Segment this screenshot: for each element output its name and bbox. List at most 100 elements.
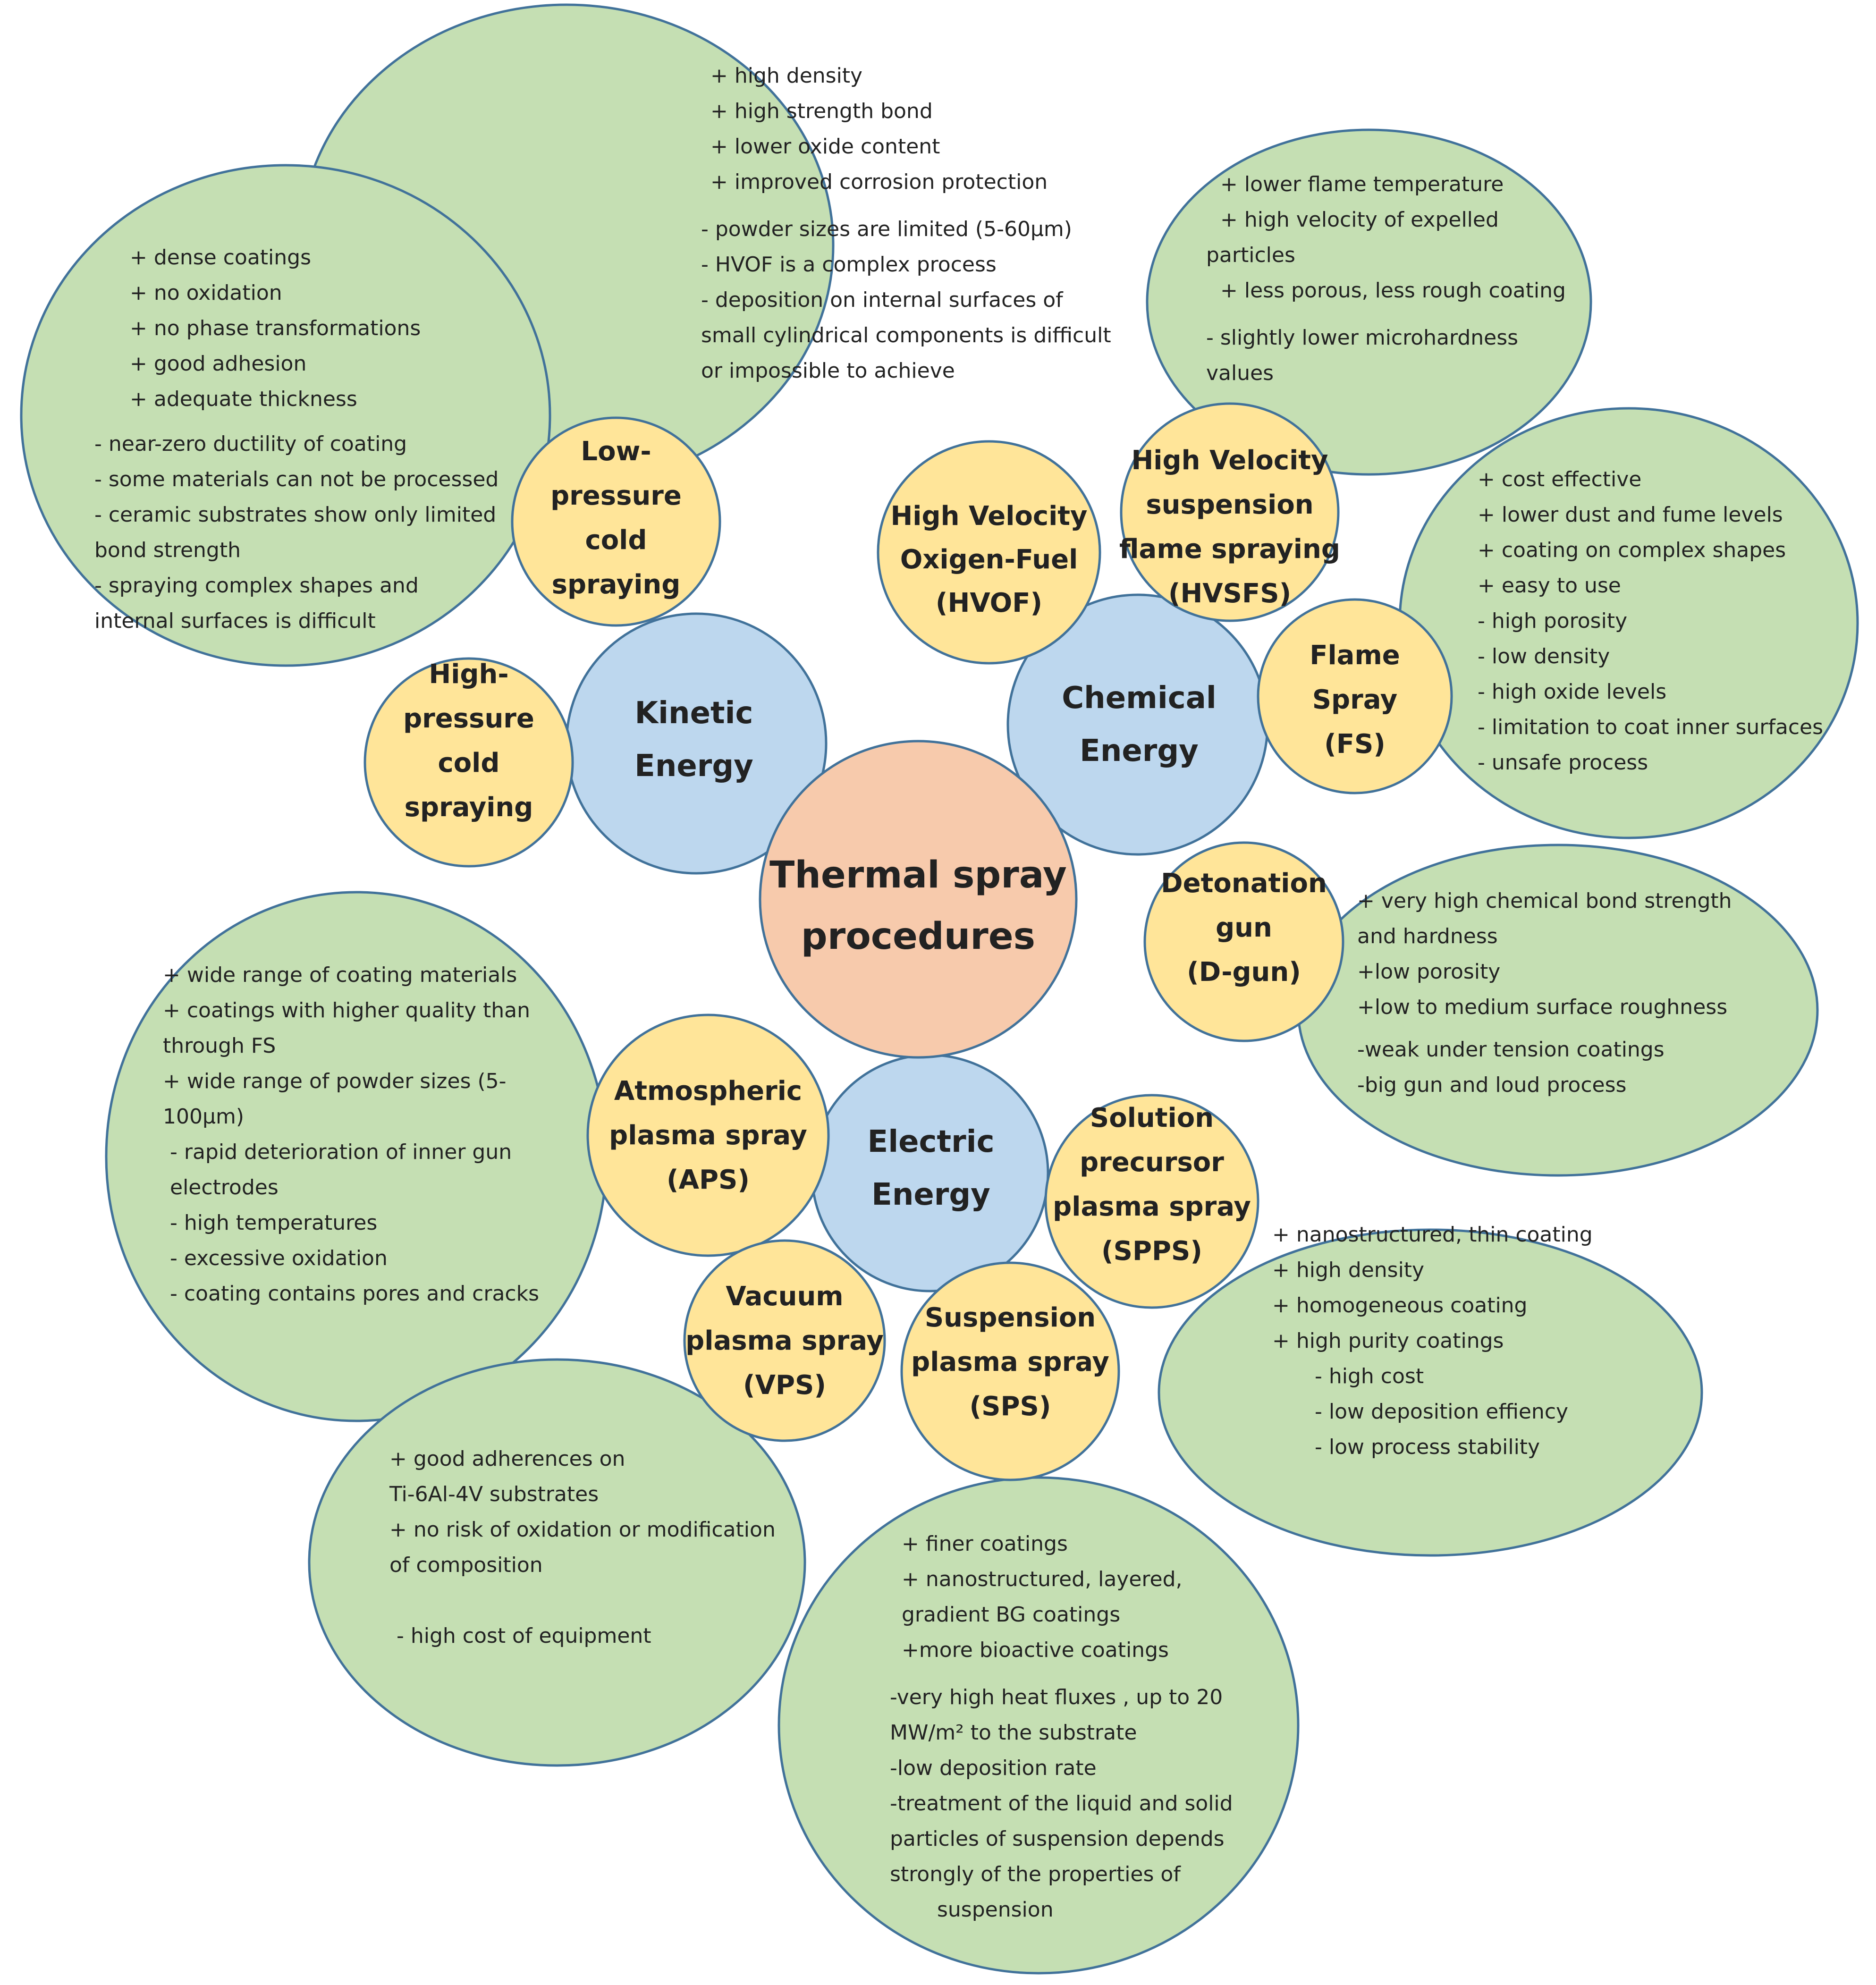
hvsfs-circle — [1120, 402, 1340, 622]
cold-spray-notes-text-line: + no oxidation — [130, 281, 282, 305]
aps-notes-text-line: electrodes — [170, 1175, 279, 1199]
spps-label-line: plasma spray — [1053, 1191, 1251, 1222]
hvof-label-line: (HVOF) — [936, 588, 1042, 618]
spps-notes-text-line: + high density — [1272, 1258, 1424, 1282]
electric-energy-label-line: Energy — [871, 1177, 990, 1212]
hvsfs-label-line: High Velocity — [1131, 445, 1328, 476]
sps-notes-text-line: strongly of the properties of — [890, 1862, 1181, 1886]
sps-label-line: Suspension — [925, 1302, 1096, 1333]
thermal-spray-center-circle — [759, 740, 1078, 1059]
fs-notes-text-line: + coating on complex shapes — [1478, 538, 1786, 562]
vps-notes-text-line: + good adherences on — [389, 1447, 625, 1471]
lpcs-label-line: cold — [585, 525, 647, 556]
fs-notes-text-line: - limitation to coat inner surfaces — [1478, 715, 1823, 739]
dgun-circle — [1143, 841, 1344, 1042]
aps-notes-text-line: - excessive oxidation — [170, 1246, 388, 1270]
dgun-notes-text-line: -big gun and loud process — [1357, 1073, 1626, 1097]
electric-energy-label-line: Electric — [867, 1124, 994, 1159]
kinetic-energy-label-line: Kinetic — [635, 696, 753, 731]
cold-spray-notes-text-line: - near-zero ductility of coating — [94, 432, 407, 456]
sps-notes-text-line: -low deposition rate — [890, 1756, 1097, 1780]
aps-notes-text-line: through FS — [163, 1034, 276, 1058]
cold-spray-notes-text-line: - some materials can not be processed — [94, 467, 499, 491]
sps-notes-text-line: particles of suspension depends — [890, 1827, 1225, 1851]
sps-label-line: plasma spray — [911, 1347, 1109, 1377]
dgun-notes-text-line: +low porosity — [1357, 960, 1500, 984]
hvof-notes-text-line: - powder sizes are limited (5-60μm) — [701, 217, 1072, 241]
hvsfs-notes-text-line: - slightly lower microhardness — [1206, 326, 1518, 350]
fs-notes-text-line: + lower dust and fume levels — [1478, 503, 1783, 527]
spps-notes-text-line: - low deposition effiency — [1315, 1400, 1568, 1424]
aps-notes-text-line: + coatings with higher quality than — [163, 998, 530, 1022]
cold-spray-notes-text: + dense coatings+ no oxidation+ no phase… — [94, 245, 499, 633]
hvsfs-notes-bubble — [1146, 128, 1592, 476]
hvsfs-notes-text-line: + high velocity of expelled — [1220, 208, 1499, 232]
aps-notes-text: + wide range of coating materials + coati… — [163, 963, 539, 1306]
sps-label-line: (SPS) — [970, 1391, 1051, 1422]
hvof-notes-text-line: or impossible to achieve — [701, 359, 955, 383]
cold-spray-notes-bubble — [20, 164, 551, 667]
fs-notes-text-line: - unsafe process — [1478, 751, 1648, 775]
dgun-notes-text-line: + very high chemical bond strength — [1357, 889, 1732, 913]
hvof-notes-text-line: + high density — [710, 64, 862, 88]
spps-circle — [1044, 1094, 1259, 1309]
dgun-notes-text-line: +low to medium surface roughness — [1357, 995, 1727, 1019]
sps-notes-bubble — [777, 1476, 1300, 1975]
hvsfs-notes-text-line: values — [1206, 361, 1274, 385]
fs-notes-text-line: + easy to use — [1478, 574, 1621, 598]
fs-notes-text: + cost effective + lower dust and fume le… — [1478, 467, 1823, 775]
hpcs-circle — [363, 657, 574, 868]
kinetic-energy-label-line: Energy — [634, 749, 753, 784]
hvof-notes-text-line: + high strength bond — [710, 99, 933, 123]
hvof-notes-text-line: + improved corrosion protection — [710, 170, 1048, 194]
aps-notes-text-line: + wide range of coating materials — [163, 963, 517, 987]
aps-label-line: Atmospheric — [614, 1076, 802, 1107]
spps-notes-text-line: + nanostructured, thin coating — [1272, 1223, 1593, 1247]
hvsfs-label-line: (HVSFS) — [1168, 578, 1291, 609]
fs-notes-text-line: - high oxide levels — [1478, 680, 1666, 704]
spps-notes-text-line: + high purity coatings — [1272, 1329, 1504, 1353]
spps-notes-bubble — [1158, 1228, 1703, 1557]
dgun-label-line: Detonation — [1161, 868, 1327, 899]
vps-notes-text-line: Ti-6Al-4V substrates — [389, 1482, 599, 1506]
sps-notes-text-line: + finer coatings — [902, 1532, 1068, 1556]
vps-label-line: plasma spray — [685, 1326, 884, 1356]
hpcs-label-line: cold — [438, 748, 500, 778]
sps-notes-text-line: MW/m² to the substrate — [890, 1721, 1137, 1745]
cold-spray-notes-text-line: + adequate thickness — [130, 387, 357, 411]
spps-notes-text-line: + homogeneous coating — [1272, 1293, 1527, 1318]
lpcs-label-line: spraying — [552, 569, 681, 600]
sps-label: Suspension plasma spray (SPS) — [911, 1302, 1109, 1422]
hpcs-label-line: High- — [429, 659, 508, 690]
dgun-notes-text-line: -weak under tension coatings — [1357, 1038, 1665, 1062]
spps-notes-text-line: - low process stability — [1315, 1435, 1540, 1459]
vps-notes-text: + good adherences on Ti-6Al-4V substrates… — [389, 1447, 776, 1648]
electric-energy-circle — [811, 1054, 1049, 1292]
sps-notes-text: + finer coatings+ nanostructured, layere… — [890, 1532, 1233, 1922]
aps-notes-text-line: - high temperatures — [170, 1211, 377, 1235]
spps-label-line: precursor — [1080, 1147, 1224, 1178]
hvsfs-label-line: flame spraying — [1119, 534, 1340, 565]
vps-label-line: Vacuum — [726, 1281, 843, 1312]
fs-notes-text-line: + cost effective — [1478, 467, 1641, 491]
hvsfs-notes-text-line: particles — [1206, 243, 1295, 267]
spps-notes-text-line: - high cost — [1315, 1364, 1424, 1388]
lpcs-circle — [511, 416, 721, 627]
hvsfs-notes-text-line: + less porous, less rough coating — [1220, 279, 1566, 303]
aps-notes-text-line: + wide range of powder sizes (5- — [163, 1069, 507, 1093]
cold-spray-notes-text-line: + no phase transformations — [130, 316, 421, 340]
aps-circle — [586, 1014, 830, 1257]
aps-label-line: (APS) — [667, 1165, 750, 1195]
sps-notes-text-line: gradient BG coatings — [902, 1603, 1120, 1627]
fs-circle — [1257, 598, 1453, 794]
aps-notes-text-line: - rapid deterioration of inner gun — [170, 1140, 512, 1164]
